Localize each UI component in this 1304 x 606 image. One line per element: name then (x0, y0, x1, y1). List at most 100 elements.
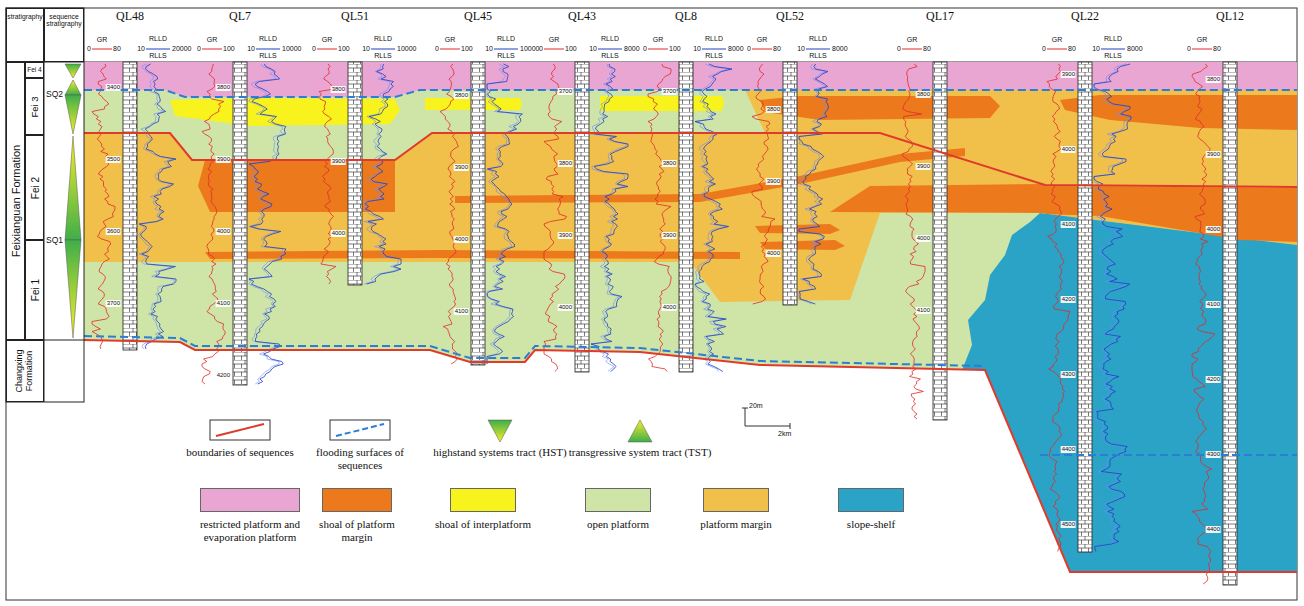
legend-text: transgressive system tract (TST) (565, 446, 715, 459)
log-name: RLLS (497, 52, 515, 60)
log-name: GR (97, 36, 108, 44)
scale-value: 0 (87, 45, 91, 53)
depth-mark: 3900 (1061, 71, 1076, 78)
rlld-log-curve (695, 64, 732, 372)
sequence-label: SQ1 (46, 236, 63, 245)
depth-mark: 3800 (216, 84, 231, 91)
depth-mark: 4500 (1061, 521, 1076, 528)
flooding-symbol (336, 424, 384, 436)
scale-value: 8000 (624, 45, 640, 53)
well-name: QL45 (464, 10, 492, 23)
well-logs (92, 49, 1237, 585)
scale-value: 10 (247, 45, 255, 53)
strat-cell: Fei 4 (25, 62, 44, 78)
depth-mark: 3800 (1206, 76, 1221, 83)
log-name: RLLD (1104, 35, 1122, 43)
gr-log-curve (202, 64, 225, 384)
legend-text: shoal of platform margin (307, 518, 407, 543)
depth-mark: 4100 (1206, 301, 1221, 308)
scale-line (371, 49, 395, 50)
depth-mark: 3900 (558, 232, 573, 239)
depth-mark: 3800 (662, 160, 677, 167)
log-name: RLLS (705, 52, 723, 60)
depth-mark: 4200 (1061, 296, 1076, 303)
scale-line (544, 49, 564, 50)
well-name: QL51 (341, 10, 369, 23)
legend-text: platform margin (686, 518, 786, 531)
well-name: QL17 (926, 10, 954, 23)
well-name: QL52 (776, 10, 804, 23)
depth-mark: 4300 (1206, 451, 1221, 458)
legend-text: flooding surfaces of sequences (300, 446, 420, 471)
legend-text: highstand systems tract (HST) (430, 446, 570, 459)
scale-value: 10 (137, 45, 145, 53)
depth-mark: 4000 (1061, 146, 1076, 153)
log-name: GR (653, 36, 664, 44)
legend-text: slope-shelf (821, 518, 921, 531)
scale-value: 0 (1187, 45, 1191, 53)
rlld-log-curve (249, 64, 286, 384)
cell-text: Fei 4 (27, 66, 41, 73)
lithology-column (123, 62, 137, 350)
well (1047, 49, 1131, 552)
scale-line (1192, 49, 1212, 50)
depth-mark: 4000 (454, 236, 469, 243)
depth-mark: 4300 (1061, 371, 1076, 378)
legend-swatch (838, 488, 904, 512)
scale-value: 10000 (520, 45, 539, 53)
tst-triangle (65, 136, 81, 240)
well-name: QL7 (229, 10, 251, 23)
scale-value: 100 (565, 45, 577, 53)
depth-mark: 4100 (216, 300, 231, 307)
legend-symbol-box (210, 420, 270, 440)
scale-bar (742, 408, 790, 429)
log-name: RLLD (705, 35, 723, 43)
depth-mark: 3600 (106, 228, 121, 235)
log-name: GR (1052, 36, 1063, 44)
scale-value: 8000 (832, 45, 848, 53)
scale-value: 80 (773, 45, 781, 53)
scale-value: 0 (897, 45, 901, 53)
margin-shoal (760, 240, 845, 250)
depth-mark: 4400 (1206, 526, 1221, 533)
scale-value: 100 (223, 45, 235, 53)
depth-mark: 3800 (454, 92, 469, 99)
depth-mark: 3800 (766, 106, 781, 113)
gr-log-curve (648, 64, 671, 372)
legend-text: shoal of interplatform (433, 518, 533, 531)
legend-text: open platform (568, 518, 668, 531)
strat-cell: Changxing Formation (6, 340, 44, 402)
legend-text: boundaries of sequences (185, 446, 295, 459)
scale-value: 8000 (1127, 45, 1143, 53)
scale-value: 80 (113, 45, 121, 53)
scale-line (317, 49, 337, 50)
log-name: RLLS (149, 52, 167, 60)
legend-swatch (703, 488, 769, 512)
scale-value: 10 (362, 45, 370, 53)
well (317, 49, 401, 285)
scale-value: 80 (1068, 45, 1076, 53)
log-name: GR (907, 36, 918, 44)
scale-value: 0 (643, 45, 647, 53)
depth-mark: 3900 (662, 232, 677, 239)
rlls-log-curve (695, 64, 730, 372)
scale-value: 10 (485, 45, 493, 53)
sequence-cycles (65, 64, 81, 338)
well-name: QL43 (568, 10, 596, 23)
flooding-surface (1040, 454, 1297, 456)
scale-line (146, 49, 170, 50)
scale-line (702, 49, 726, 50)
scale-value: 10 (589, 45, 597, 53)
scale-line (202, 49, 222, 50)
depth-mark: 3500 (106, 156, 121, 163)
depth-mark: 4000 (558, 304, 573, 311)
facies-bands (84, 62, 1297, 572)
lithology-column (1223, 62, 1237, 585)
scale-line (902, 49, 922, 50)
depth-mark: 4000 (662, 304, 677, 311)
strat-cell: Fei 1 (25, 240, 44, 340)
legend-swatch (200, 488, 300, 512)
log-name: RLLS (259, 52, 277, 60)
gr-log-curve (440, 64, 458, 364)
